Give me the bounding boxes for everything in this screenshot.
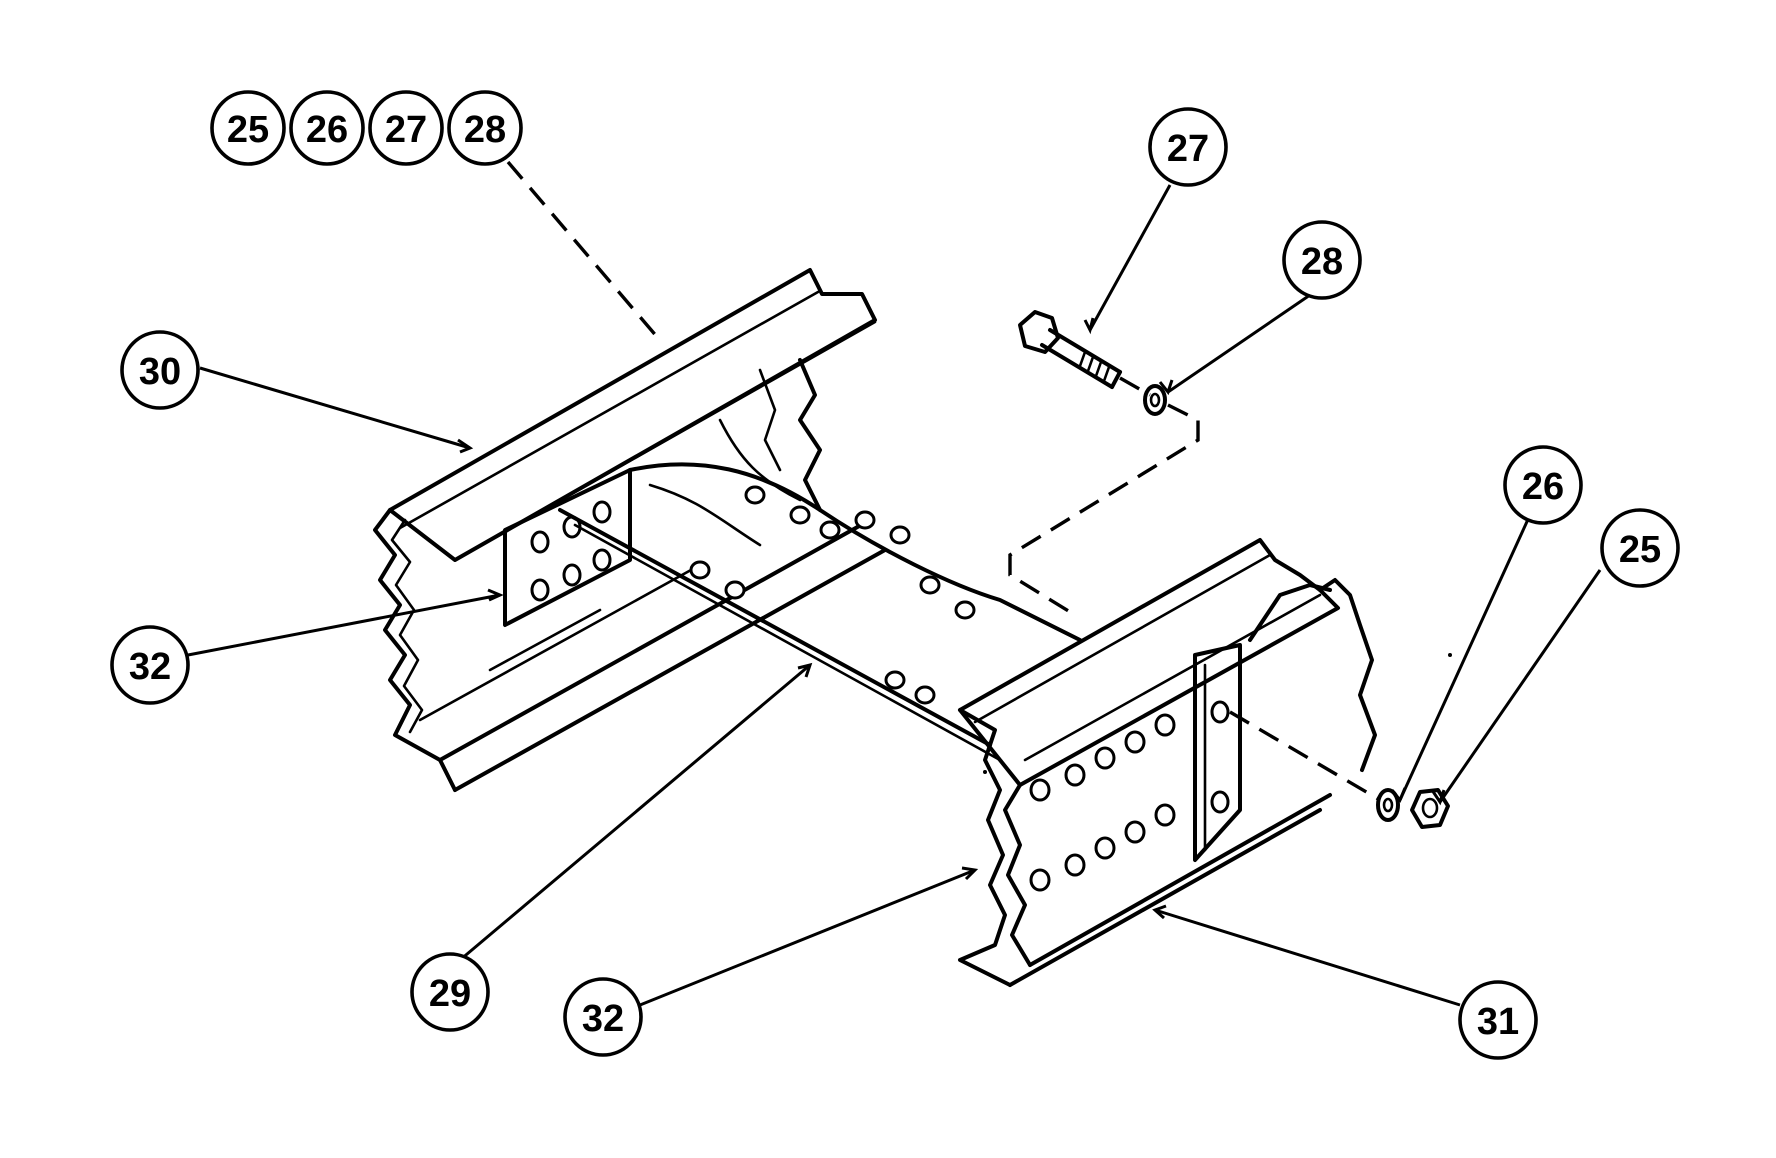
- callout-group-27: 27: [368, 90, 444, 166]
- callout-bolt-27: 27: [1148, 107, 1228, 187]
- speck: [1448, 653, 1452, 657]
- callout-label: 27: [1167, 128, 1209, 170]
- washer-28-hole: [1149, 392, 1161, 408]
- cross-member: [558, 418, 1082, 762]
- callout-label: 31: [1477, 1001, 1519, 1043]
- callout-label: 32: [582, 998, 624, 1040]
- callout-label: 26: [1522, 466, 1564, 508]
- nut: [1410, 788, 1450, 829]
- callout-gusset-32-bottom: 32: [563, 977, 643, 1057]
- callout-label: 26: [306, 109, 348, 151]
- callout-rail-30: 30: [120, 330, 200, 410]
- callout-gusset-32-left: 32: [110, 625, 190, 705]
- assembly-path-through: [1229, 710, 1381, 802]
- washer-26-hole: [1382, 797, 1394, 813]
- speck: [983, 770, 987, 774]
- callout-rail-31: 31: [1458, 980, 1538, 1060]
- callout-label: 25: [1619, 529, 1661, 571]
- callout-crossmember-29: 29: [410, 952, 490, 1032]
- callout-group-28: 28: [447, 90, 523, 166]
- callout-label: 29: [429, 973, 471, 1015]
- callout-washer-26: 26: [1503, 445, 1583, 525]
- assembly-path-group: [506, 160, 660, 340]
- callout-label: 25: [227, 109, 269, 151]
- assembly-path-bolt: [1119, 376, 1151, 397]
- callout-group-25: 25: [210, 90, 286, 166]
- callout-label: 32: [129, 646, 171, 688]
- washer-26: [1376, 788, 1400, 822]
- callout-label: 28: [464, 109, 506, 151]
- gusset-plate-left: [503, 468, 632, 627]
- leader-lines: [187, 184, 1602, 1007]
- callout-group-26: 26: [289, 90, 365, 166]
- assembly-path-route: [1008, 403, 1200, 617]
- callout-washer-28: 28: [1282, 220, 1362, 300]
- callout-label: 27: [385, 109, 427, 151]
- bolt: [1018, 310, 1122, 389]
- frame-rail-right: [958, 538, 1377, 987]
- callout-label: 30: [139, 351, 181, 393]
- gusset-plate-right: [1193, 643, 1242, 862]
- callout-nut-25: 25: [1600, 508, 1680, 588]
- callout-label: 28: [1301, 241, 1343, 283]
- washer-28: [1143, 384, 1167, 416]
